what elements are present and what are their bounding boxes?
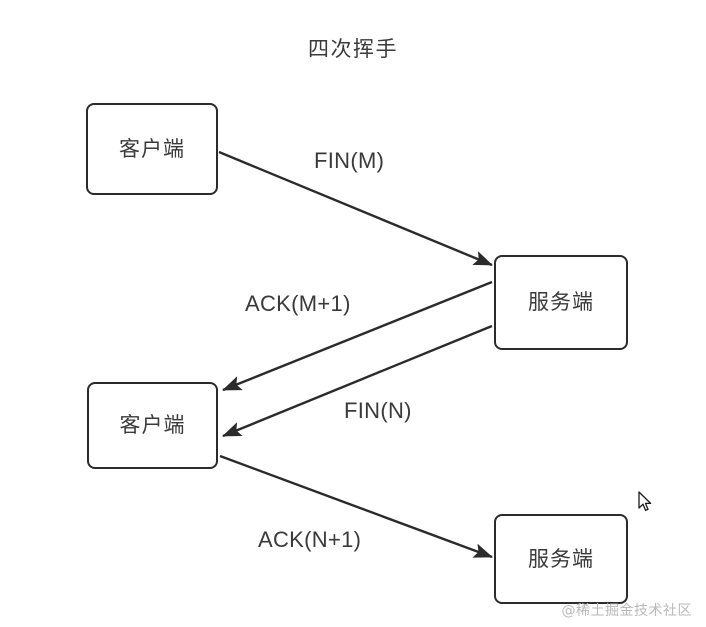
node-label: 客户端 — [119, 413, 186, 437]
edge-label-fin-n: FIN(N) — [344, 398, 412, 423]
arrow-fin-n — [222, 324, 493, 438]
edge-label-ack-m-plus-1: ACK(M+1) — [245, 291, 351, 316]
node-client-bottom[interactable]: 客户端 — [87, 382, 218, 469]
node-label: 客户端 — [119, 136, 185, 161]
node-label: 服务端 — [528, 546, 594, 571]
node-server-top[interactable]: 服务端 — [494, 255, 628, 350]
arrow-fin-m — [218, 150, 493, 267]
node-label: 服务端 — [528, 290, 594, 314]
arrow-ack-n-plus-1 — [219, 454, 493, 559]
node-server-bottom[interactable]: 服务端 — [494, 514, 628, 604]
edge-label-fin-m: FIN(M) — [314, 148, 385, 173]
arrow-ack-m-plus-1 — [222, 280, 493, 392]
watermark: @稀土掘金技术社区 — [561, 603, 692, 619]
edge-label-ack-n-plus-1: ACK(N+1) — [258, 527, 362, 552]
page-title: 四次挥手 — [308, 37, 398, 61]
node-client-top[interactable]: 客户端 — [86, 103, 218, 195]
